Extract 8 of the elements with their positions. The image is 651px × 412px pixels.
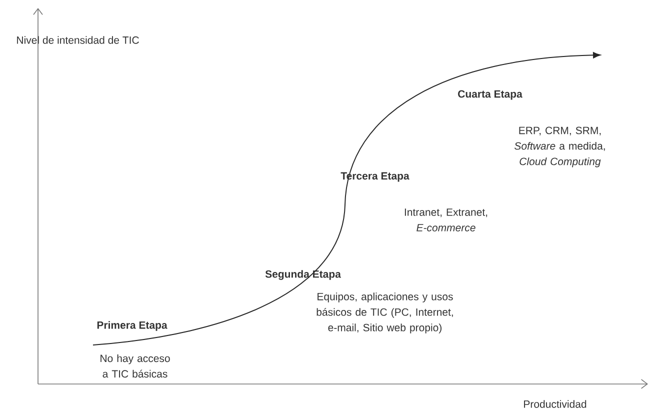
stage-description: Intranet, Extranet, E-commerce: [404, 208, 488, 232]
axis-title: Productividad: [524, 400, 586, 408]
stage-description: No hay acceso a TIC básicas: [100, 354, 170, 378]
stage-title: Cuarta Etapa: [458, 90, 522, 100]
stage-description: Equipos, aplicaciones y usos básicos de TIC (PC, Internet, e-mail, Sitio web propio): [316, 292, 453, 334]
stage-title: Segunda Etapa: [265, 270, 341, 280]
stage-title: Primera Etapa: [97, 321, 168, 331]
stage-description: ERP, CRM, SRM, Software a medida, Cloud Computing: [514, 126, 605, 168]
